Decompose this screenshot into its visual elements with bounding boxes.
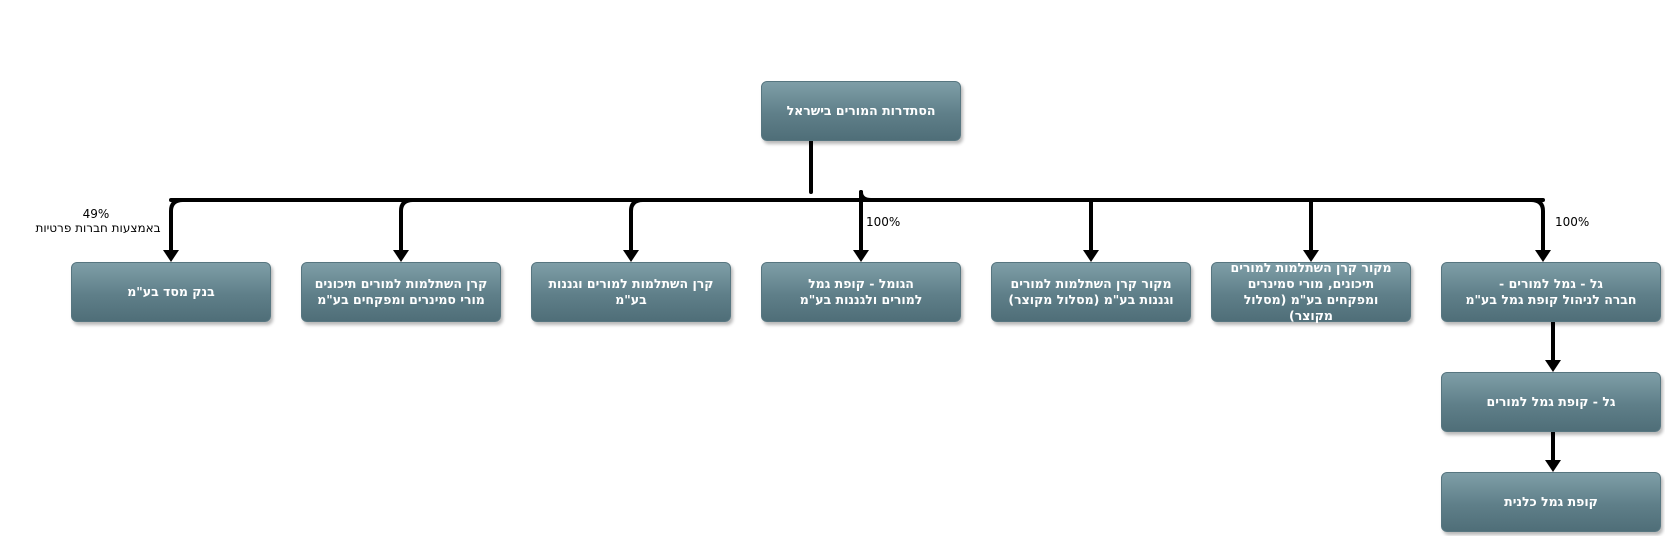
node-makor-high-school[interactable]: מקור קרן השתלמות למורים תיכונים, מורי סמ… <box>1211 260 1411 323</box>
trunk-join <box>859 190 873 202</box>
fund-high-school-arrowhead <box>393 250 409 262</box>
node-makor-kindergarten[interactable]: מקור קרן השתלמות למורים וגננות בע"מ (מסל… <box>991 262 1191 322</box>
fund-kindergarten-connector <box>629 198 653 254</box>
node-gal-fund[interactable]: גל - קופת גמל למורים <box>1441 372 1661 432</box>
bank-arrowhead <box>163 250 179 262</box>
makor-kindergarten-arrowhead <box>1083 250 1099 262</box>
general-fund-arrowhead <box>1545 460 1561 472</box>
makor-high-school-arrowhead <box>1303 250 1319 262</box>
bank-node-label: בנק מסד בע"מ <box>127 284 215 299</box>
gal-company-connector <box>1529 198 1545 254</box>
fund-high-school-connector <box>399 198 423 254</box>
bank-connector <box>169 198 185 254</box>
gal-company-arrowhead <box>1535 250 1551 262</box>
general-fund-label: קופת גמל כלנית <box>1504 494 1598 509</box>
makor-high-school-label: מקור קרן השתלמות למורים תיכונים, מורי סמ… <box>1230 260 1392 323</box>
node-hagomel[interactable]: הגומל - קופת גמל למורים ולגננות בע"מ <box>761 262 961 322</box>
root-node-teachers-union[interactable]: הסתדרות המורים בישראל <box>761 81 961 141</box>
node-general-fund[interactable]: קופת גמל כלנית <box>1441 472 1661 532</box>
fund-high-school-label: קרן השתלמות למורים תיכונים מורי סמינרים … <box>314 276 488 307</box>
gal-ownership-percent: 100% <box>1555 215 1590 229</box>
hagomel-ownership-percent: 100% <box>866 215 901 229</box>
gal-company-label: גל - גמל למורים - חברה לניהול קופת גמל ב… <box>1465 276 1637 307</box>
hagomel-label: הגומל - קופת גמל למורים ולגננות בע"מ <box>799 276 923 307</box>
node-gal-company[interactable]: גל - גמל למורים - חברה לניהול קופת גמל ב… <box>1441 262 1661 322</box>
root-node-label: הסתדרות המורים בישראל <box>786 103 936 118</box>
node-bank-masad[interactable]: בנק מסד בע"מ <box>71 262 271 322</box>
bank-ownership-note: באמצעות חברות פרטיות <box>35 221 161 235</box>
node-fund-high-school[interactable]: קרן השתלמות למורים תיכונים מורי סמינרים … <box>301 262 501 322</box>
hagomel-arrowhead <box>853 250 869 262</box>
gal-fund-arrowhead <box>1545 360 1561 372</box>
fund-kindergarten-label: קרן השתלמות למורים וגננות בע"מ <box>548 276 714 307</box>
gal-fund-label: גל - קופת גמל למורים <box>1486 394 1616 409</box>
fund-kindergarten-arrowhead <box>623 250 639 262</box>
bank-ownership-percent: 49% <box>82 207 110 221</box>
makor-kindergarten-label: מקור קרן השתלמות למורים וגננות בע"מ (מסל… <box>1008 276 1174 307</box>
node-fund-kindergarten[interactable]: קרן השתלמות למורים וגננות בע"מ <box>531 262 731 322</box>
